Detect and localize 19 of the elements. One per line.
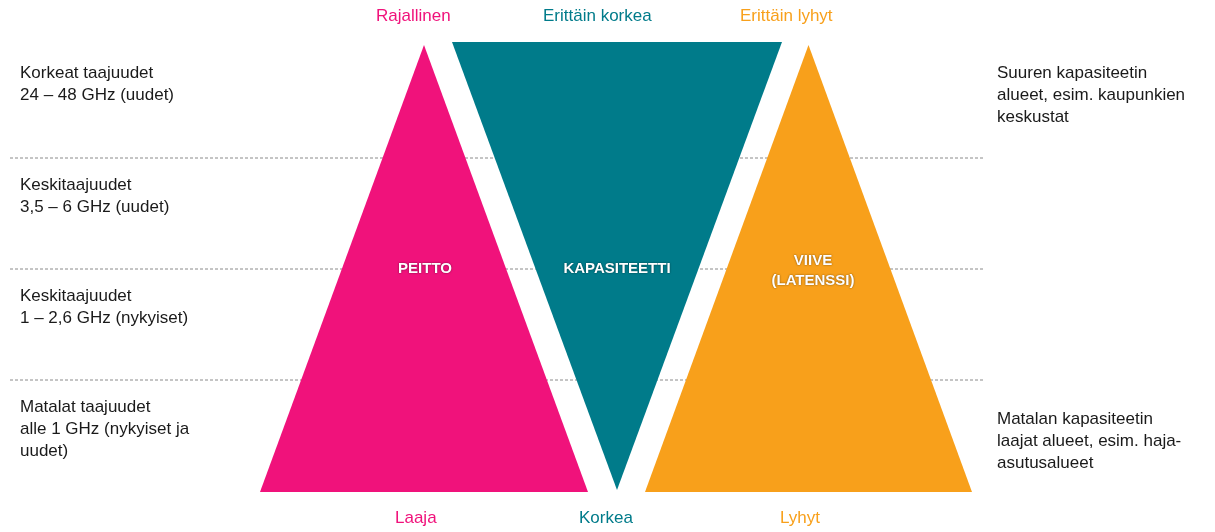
band-label: 1 – 2,6 GHz (nykyiset) (20, 307, 190, 329)
band-label: Korkeat taajuudet (20, 62, 155, 84)
scale-label: Laaja (395, 508, 437, 528)
scale-label: Rajallinen (376, 6, 451, 26)
band-label: Matalan kapasiteetin laajat alueet, esim. haja-asutusalueet (997, 408, 1183, 474)
band-label: Keskitaajuudet (20, 285, 133, 307)
band-label: Matalat taajuudet (20, 396, 152, 418)
scale-label: Erittäin korkea (543, 6, 652, 26)
band-label: Keskitaajuudet (20, 174, 133, 196)
scale-label: Korkea (579, 508, 633, 528)
band-label: alle 1 GHz (nykyiset ja uudet) (20, 418, 191, 462)
triangle-label: VIIVE (LATENSSI) (770, 250, 856, 290)
band-label: Suuren kapasiteetin alueet, esim. kaupunkien keskustat (997, 62, 1187, 128)
scale-label: Erittäin lyhyt (740, 6, 833, 26)
scale-label: Lyhyt (780, 508, 820, 528)
band-label: 24 – 48 GHz (uudet) (20, 84, 176, 106)
band-label: 3,5 – 6 GHz (uudet) (20, 196, 171, 218)
triangle-label: KAPASITEETTI (562, 258, 672, 278)
triangle-label: PEITTO (397, 258, 453, 278)
